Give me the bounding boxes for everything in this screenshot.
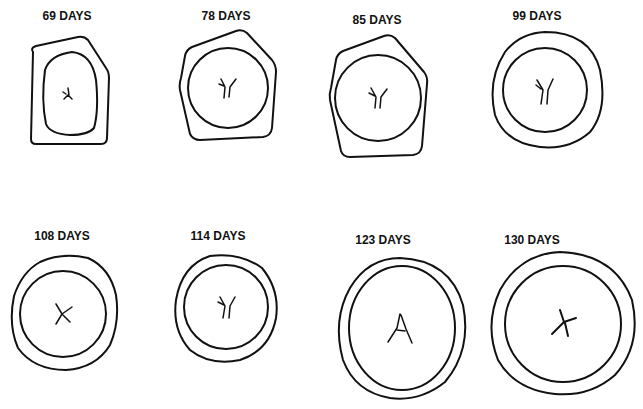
age-label: 85 DAYS — [353, 14, 402, 26]
age-label: 130 DAYS — [504, 234, 560, 246]
age-label: 123 DAYS — [355, 234, 411, 246]
age-label: 78 DAYS — [202, 10, 251, 22]
age-label: 114 DAYS — [191, 230, 246, 242]
age-label: 108 DAYS — [34, 230, 90, 242]
age-label: 69 DAYS — [43, 10, 92, 22]
age-label: 99 DAYS — [513, 10, 562, 22]
